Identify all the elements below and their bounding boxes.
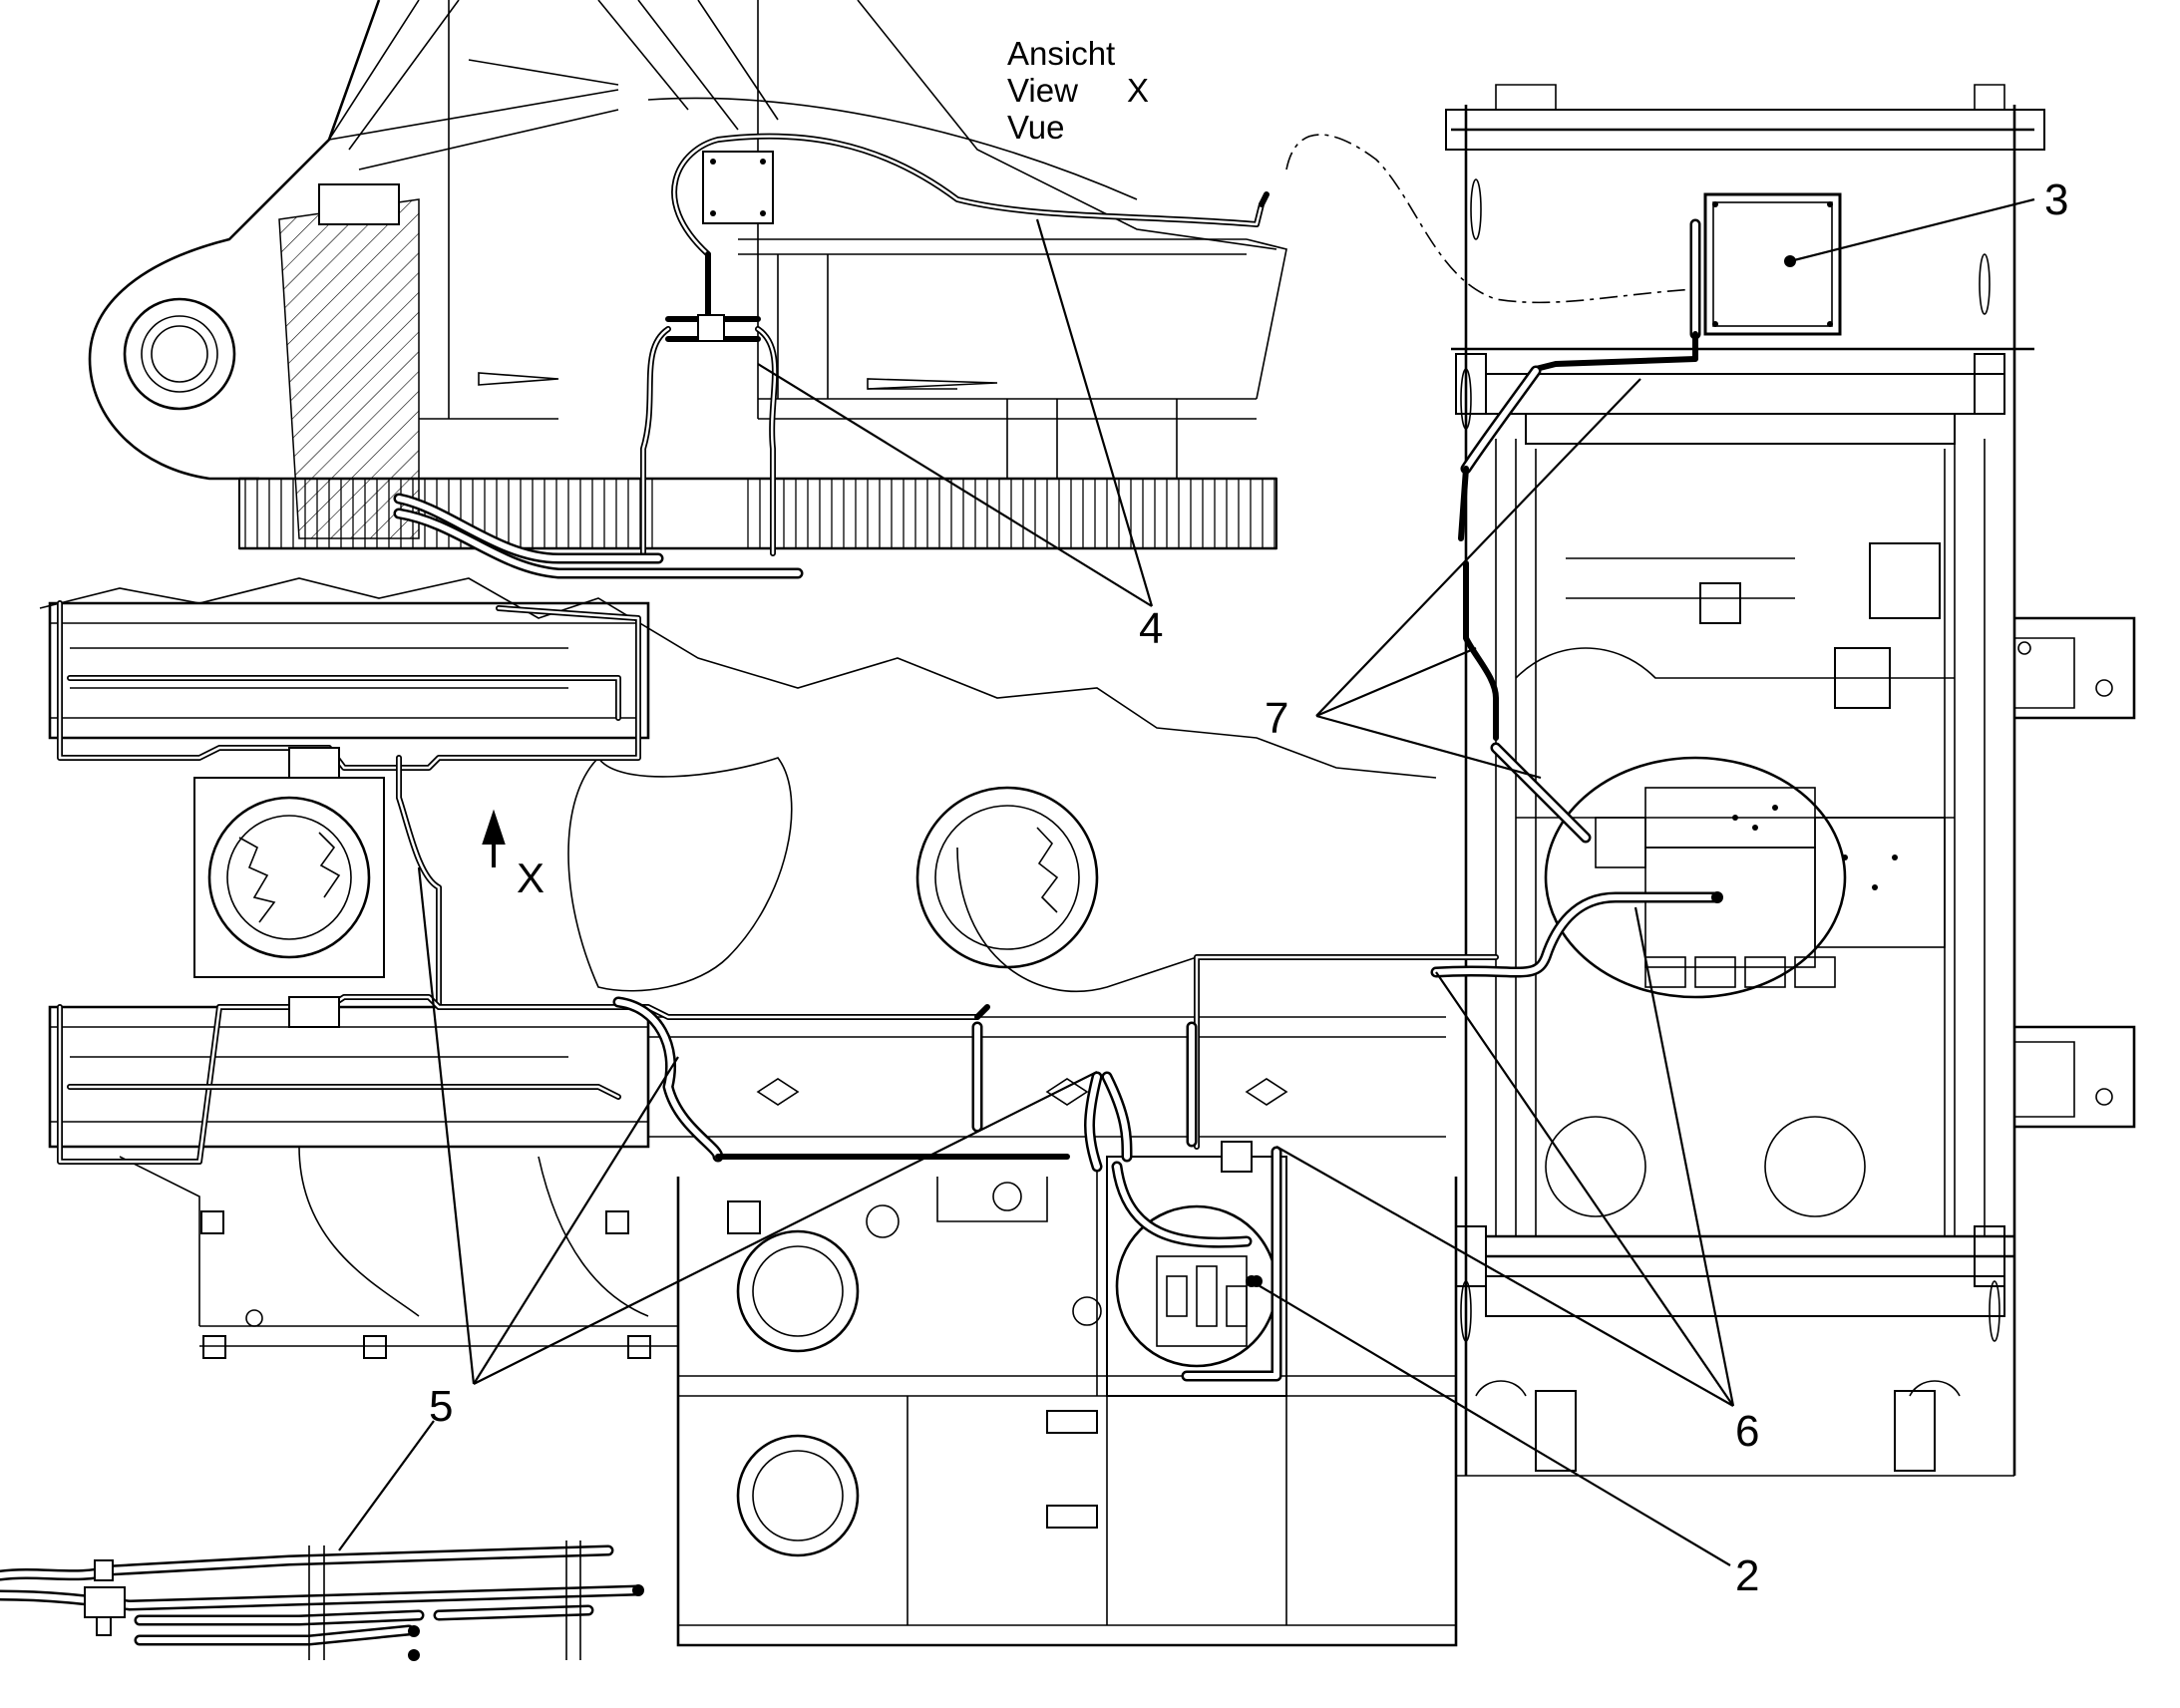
lower-carrier	[39, 577, 1446, 1359]
callout-5: 5	[429, 1382, 453, 1431]
view-label-en: View	[1007, 72, 1078, 109]
callout-3: 3	[2044, 175, 2068, 224]
view-direction-letter: X	[517, 854, 545, 901]
callout-7: 7	[1265, 694, 1288, 743]
leader-lines	[338, 197, 2035, 1566]
callout-numbers: 3 4 7 6 2 5	[429, 175, 2068, 1600]
view-x-detail	[88, 0, 1696, 579]
right-frame-module	[1430, 84, 2136, 1477]
view-label-letter: X	[1127, 72, 1149, 109]
detail-5-hose-bundle	[0, 1540, 644, 1661]
view-x-label: Ansicht View Vue X	[1007, 35, 1149, 146]
leader-dot-icon	[1784, 255, 1796, 267]
view-label-de: Ansicht	[1007, 35, 1115, 72]
view-direction-arrow: X	[482, 809, 545, 901]
leader-dot-icon	[1246, 1275, 1258, 1287]
callout-2: 2	[1735, 1551, 1759, 1600]
callout-6: 6	[1735, 1407, 1759, 1456]
view-direction-arrow-icon	[482, 809, 506, 867]
callout-4: 4	[1139, 604, 1163, 653]
view-label-fr: Vue	[1007, 109, 1065, 146]
tank-unit	[676, 954, 1499, 1647]
